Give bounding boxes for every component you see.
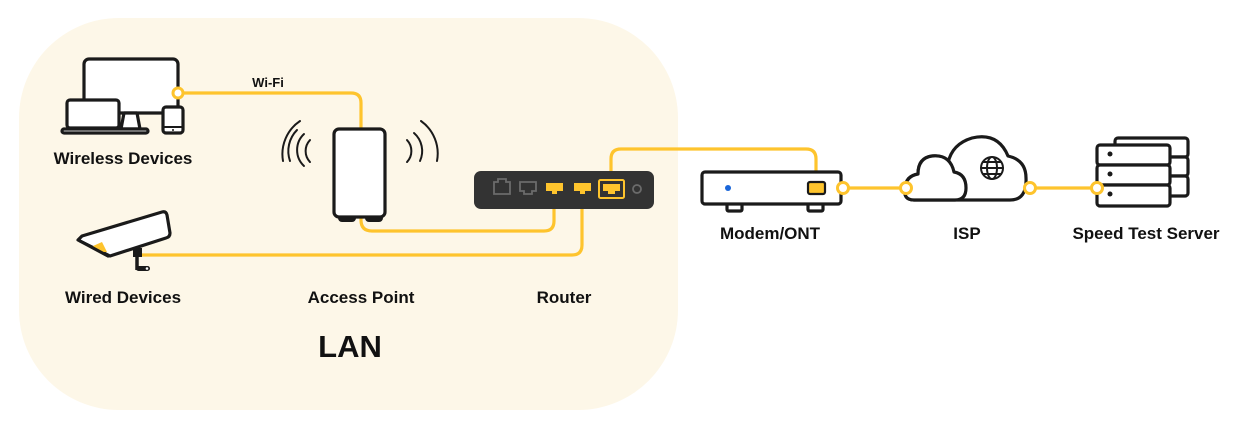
security-camera-icon[interactable] bbox=[76, 210, 172, 271]
router-wan-port-highlight bbox=[598, 179, 625, 199]
router-body bbox=[474, 171, 654, 209]
speed-test-server-label: Speed Test Server bbox=[1072, 224, 1219, 243]
server-led bbox=[1107, 151, 1113, 157]
modem-icon[interactable] bbox=[700, 170, 843, 213]
wifi-link-label: Wi-Fi bbox=[252, 75, 284, 90]
wireless-devices-connector bbox=[171, 86, 185, 100]
wifi-waves-right-icon bbox=[406, 120, 439, 163]
router-label: Router bbox=[537, 288, 592, 307]
router-port-inactive bbox=[519, 181, 537, 195]
wifi-waves-left-icon bbox=[281, 120, 311, 167]
router-lan-port-1 bbox=[546, 183, 563, 194]
camera-foot bbox=[136, 266, 150, 271]
cloud-globe-icon[interactable] bbox=[903, 135, 1028, 202]
router-lan-port-2 bbox=[574, 183, 591, 194]
router-port-inactive bbox=[493, 178, 511, 195]
isp-label: ISP bbox=[953, 224, 980, 243]
laptop-icon bbox=[65, 98, 121, 130]
modem-label: Modem/ONT bbox=[720, 224, 821, 243]
wifi-link bbox=[176, 91, 363, 131]
wireless-devices-label: Wireless Devices bbox=[54, 149, 193, 168]
server-unit-3 bbox=[1095, 183, 1172, 208]
modem-status-led bbox=[725, 185, 731, 191]
ap-to-router-link bbox=[359, 186, 556, 233]
wired-devices-label: Wired Devices bbox=[65, 288, 181, 307]
laptop-base bbox=[60, 127, 150, 135]
router-power-button bbox=[632, 184, 642, 194]
router-icon[interactable] bbox=[474, 171, 654, 209]
modem-port bbox=[806, 180, 827, 196]
isp-connector-out bbox=[1023, 181, 1037, 195]
router-to-modem-link bbox=[609, 147, 818, 189]
access-point-label: Access Point bbox=[308, 288, 415, 307]
isp-connector-in bbox=[899, 181, 913, 195]
modem-connector bbox=[836, 181, 850, 195]
ap-body bbox=[332, 127, 387, 219]
wireless-devices-icon[interactable] bbox=[60, 57, 185, 135]
phone-button bbox=[172, 129, 174, 131]
router-wan-port bbox=[603, 184, 620, 194]
access-point-icon[interactable] bbox=[281, 120, 439, 222]
monitor-stand bbox=[119, 111, 142, 131]
server-led bbox=[1107, 191, 1113, 197]
camera-edge bbox=[78, 239, 110, 258]
camera-to-router-link bbox=[138, 186, 584, 257]
server-led bbox=[1107, 171, 1113, 177]
camera-foot-hole bbox=[145, 267, 149, 270]
camera-mount bbox=[133, 248, 142, 257]
wires bbox=[138, 91, 1099, 257]
server-connector bbox=[1090, 181, 1104, 195]
globe-icon bbox=[980, 156, 1004, 180]
server-stack-icon[interactable] bbox=[1095, 136, 1190, 208]
lan-zone-label: LAN bbox=[318, 329, 382, 364]
